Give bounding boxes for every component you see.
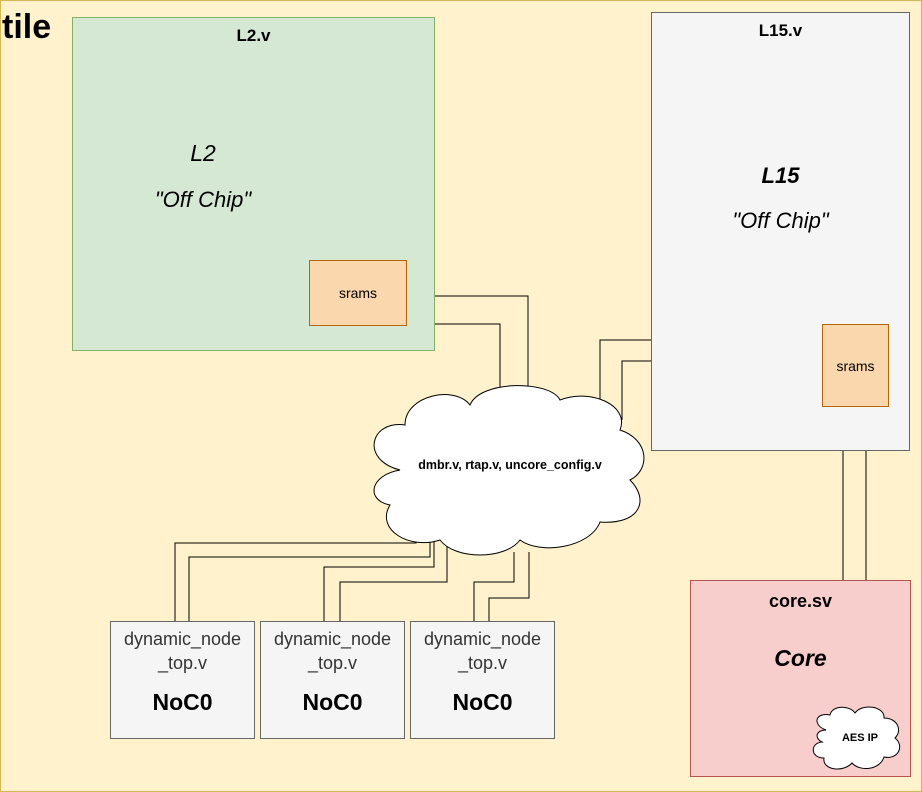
l15-file-label: L15.v bbox=[758, 21, 803, 40]
noc-node: dynamic_node _top.v NoC0 bbox=[110, 621, 255, 739]
wire-noc1-b bbox=[188, 532, 431, 621]
noc-name-label: NoC0 bbox=[302, 689, 363, 715]
l15-note-label: "Off Chip" bbox=[732, 208, 829, 233]
l15-srams-block: srams bbox=[822, 324, 889, 407]
noc-name-label: NoC0 bbox=[452, 689, 513, 715]
wire-noc3-a bbox=[473, 552, 515, 621]
l15-name-label: L15 bbox=[761, 163, 800, 188]
noc-file-label: dynamic_node _top.v bbox=[423, 629, 542, 673]
aes-ip-label: AES IP bbox=[841, 732, 879, 744]
wire-noc3-b bbox=[488, 552, 530, 621]
noc-file-label: dynamic_node _top.v bbox=[273, 629, 392, 673]
aes-cloud-shape bbox=[812, 706, 901, 770]
wire-noc2-a bbox=[323, 535, 435, 621]
wire-l2-cloud-b bbox=[435, 323, 501, 388]
l2-srams-block: srams bbox=[309, 260, 407, 326]
noc-node: dynamic_node _top.v NoC0 bbox=[260, 621, 405, 739]
core-name-label: Core bbox=[774, 645, 827, 671]
core-file-label: core.sv bbox=[768, 591, 833, 611]
l2-note-label: "Off Chip" bbox=[154, 187, 252, 212]
noc-file-label: dynamic_node _top.v bbox=[123, 629, 242, 673]
noc-name-label: NoC0 bbox=[152, 689, 213, 715]
tile-title: tile bbox=[2, 8, 52, 46]
wire-l2-cloud-a bbox=[435, 295, 529, 398]
l2-file-label: L2.v bbox=[236, 26, 271, 45]
l2-name-label: L2 bbox=[190, 140, 216, 166]
wire-noc2-b bbox=[339, 540, 448, 621]
l15-srams-label: srams bbox=[836, 358, 875, 374]
noc-node: dynamic_node _top.v NoC0 bbox=[410, 621, 555, 739]
l2-srams-label: srams bbox=[338, 285, 378, 301]
connector-wires bbox=[174, 295, 867, 621]
wire-l15-cloud-b bbox=[621, 360, 651, 420]
uncore-cloud-shape bbox=[373, 385, 645, 556]
uncore-cloud-label: dmbr.v, rtap.v, uncore_config.v bbox=[418, 458, 602, 472]
wire-noc1-a bbox=[174, 528, 417, 621]
wire-l15-cloud-a bbox=[599, 339, 651, 410]
